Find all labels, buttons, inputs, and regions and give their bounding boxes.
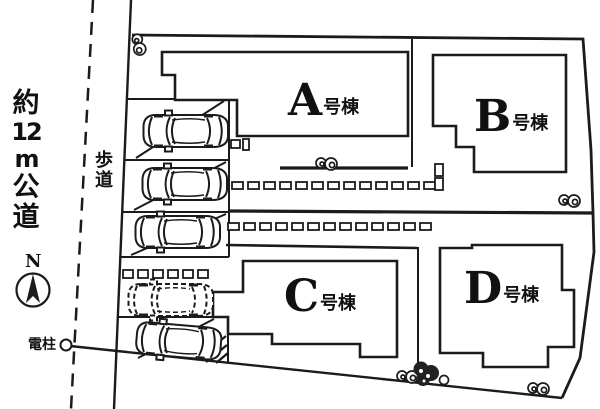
fence-block [407, 181, 420, 190]
road-width-label: 約 12 m 公 道 [4, 90, 48, 231]
trees [128, 32, 581, 396]
building-c-suffix: 号棟 [320, 293, 357, 315]
gate-posts [230, 138, 444, 191]
tree-icon [315, 157, 338, 171]
road-char: 公 [12, 172, 40, 203]
fence-block [323, 222, 336, 231]
building-d-outline [438, 243, 576, 369]
fence-block [307, 222, 320, 231]
building-d-label: D 号棟 [464, 263, 540, 314]
building-b-outline [431, 53, 568, 174]
fence-block [152, 269, 164, 279]
fence-block [259, 222, 272, 231]
road-char: 約 [12, 88, 40, 119]
utility-pole-icon [59, 338, 73, 352]
building-b-suffix: 号棟 [512, 113, 549, 135]
fence-block [231, 181, 244, 190]
building-b-letter: B [474, 91, 512, 142]
fence-row-west [122, 269, 209, 279]
fence-block [137, 269, 149, 279]
gate-post [434, 177, 444, 191]
fence-block [279, 181, 292, 190]
internal-walls [225, 39, 593, 380]
building-a-suffix: 号棟 [323, 97, 360, 119]
building-d-letter: D [464, 263, 503, 314]
sidewalk-char: 道 [95, 170, 113, 191]
building-c-letter: C [284, 271, 320, 322]
road-char: 12 [11, 118, 42, 146]
fence-block [291, 222, 304, 231]
shrub-icon [413, 361, 439, 386]
fence-block [311, 181, 324, 190]
fence-row-south [227, 222, 432, 231]
fence-block [247, 181, 260, 190]
utility-pole-label: 電柱 [28, 337, 56, 353]
fence-block [197, 269, 209, 279]
sidewalk-char: 歩 [95, 150, 113, 171]
fence-block [343, 181, 356, 190]
building-d-suffix: 号棟 [503, 285, 540, 307]
car-parked-4 [133, 315, 224, 367]
road [69, 0, 133, 409]
compass-icon [15, 272, 51, 308]
fence-block [227, 222, 240, 231]
tree-icon [438, 374, 450, 386]
road-centerline-dashed [69, 0, 95, 409]
fence-block [167, 269, 179, 279]
lot-boundary [131, 33, 596, 399]
tree-icon [527, 382, 550, 396]
fence-block [419, 222, 432, 231]
fence-block [263, 181, 276, 190]
hatch-line [215, 352, 229, 364]
car-parked-1 [142, 109, 229, 153]
fence-block [182, 269, 194, 279]
gate-post [434, 163, 444, 177]
fence-row-north [231, 181, 436, 190]
fence-block [339, 222, 352, 231]
car-parked-2 [141, 162, 228, 206]
sidewalk-label: 歩 道 [93, 152, 115, 190]
fence-block [375, 181, 388, 190]
building-a-outline [160, 50, 410, 138]
car-parked-3 [134, 210, 221, 254]
gate-post [230, 139, 241, 149]
fence-block [387, 222, 400, 231]
fence-block [327, 181, 340, 190]
fence-block [295, 181, 308, 190]
fence-block [355, 222, 368, 231]
buildings [160, 50, 576, 369]
fence-block [423, 181, 436, 190]
building-c-label: C 号棟 [284, 271, 357, 322]
fence-block [359, 181, 372, 190]
tree-icon [558, 194, 581, 208]
building-b-label: B 号棟 [474, 91, 549, 142]
gate-post [242, 138, 250, 151]
fence-block [275, 222, 288, 231]
sidewalk-edge-line [112, 0, 133, 409]
central-divider-wall [228, 209, 593, 215]
wall-above-c [225, 243, 418, 250]
building-a-letter: A [288, 75, 323, 126]
fence-block [391, 181, 404, 190]
fence-block [403, 222, 416, 231]
fence-block [243, 222, 256, 231]
road-char: 道 [12, 202, 40, 233]
compass-north-label: N [25, 251, 42, 272]
road-char: m [14, 145, 39, 173]
car-planned-dashed [127, 278, 214, 322]
compass-needle [26, 274, 40, 303]
building-a-label: A 号棟 [288, 75, 360, 126]
fence-block [371, 222, 384, 231]
cars [127, 109, 229, 367]
fence-block [122, 269, 134, 279]
